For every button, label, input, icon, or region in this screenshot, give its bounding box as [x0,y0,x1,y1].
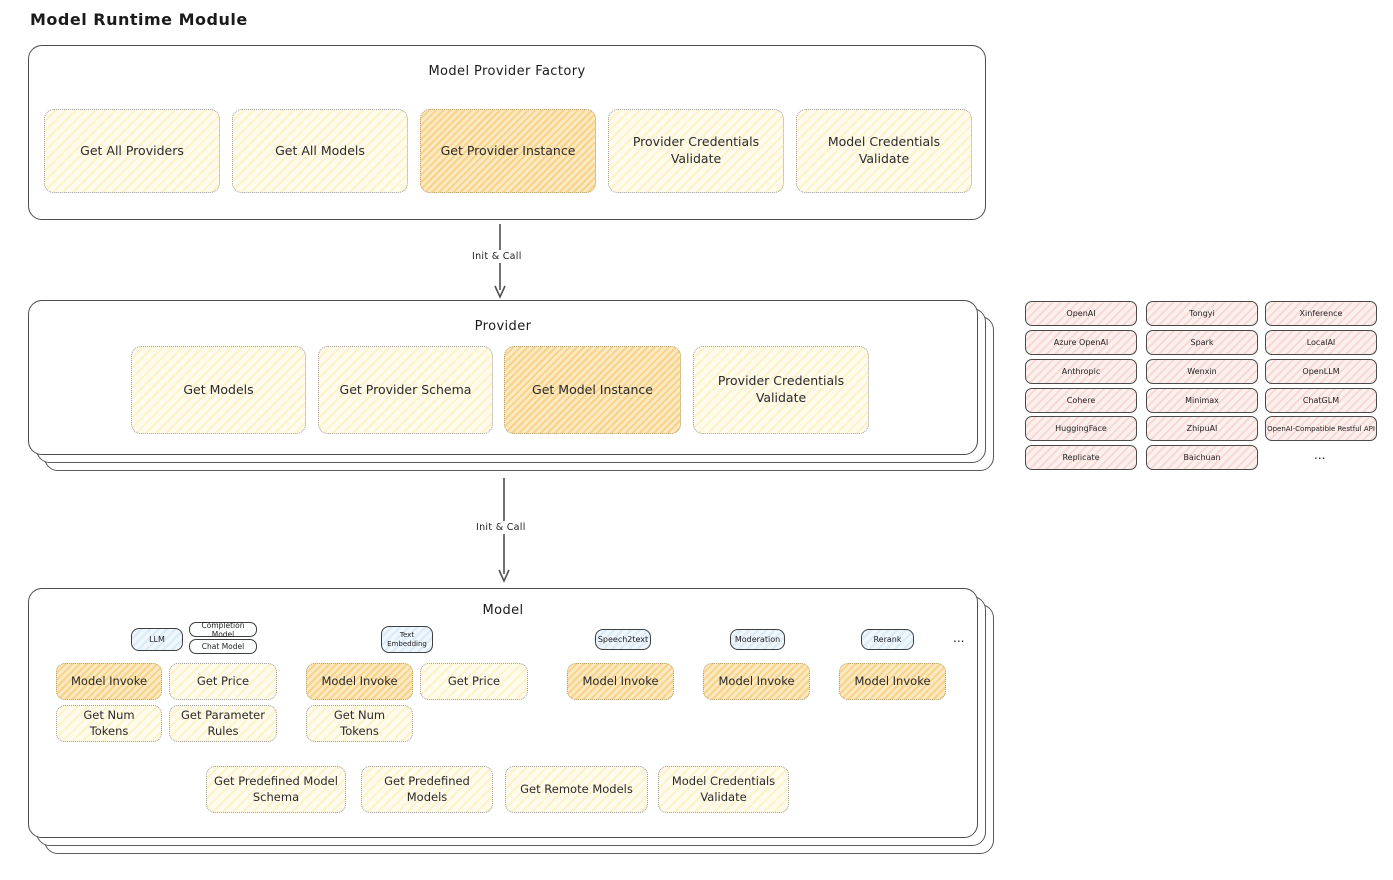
factory-button-get-all-providers: Get All Providers [44,109,220,193]
arrow-label-init-call-2: Init & Call [472,521,530,534]
factory-button-model-credentials-validate: Model Credentials Validate [796,109,972,193]
factory-title: Model Provider Factory [428,64,586,79]
arrow-label-init-call-1: Init & Call [468,250,526,263]
provider-chip-baichuan: Baichuan [1146,445,1258,470]
get-predefined-model-schema-button: Get Predefined Model Schema [206,766,346,813]
provider-chip-chatglm: ChatGLM [1265,388,1377,413]
provider-chip-wenxin: Wenxin [1146,359,1258,384]
provider-chip-zhipuai: ZhipuAI [1146,416,1258,441]
tab-moderation: Moderation [730,629,785,650]
text-embedding-get-num-tokens-button: Get Num Tokens [306,705,413,742]
tab-speech2text: Speech2text [595,629,651,650]
provider-chip-openai-compatible-restful-api: OpenAI-Compatible Restful API [1265,416,1377,441]
tabs-more-ellipsis: ... [953,631,965,645]
provider-chip-tongyi: Tongyi [1146,301,1258,326]
model-credentials-validate-button: Model Credentials Validate [658,766,789,813]
llm-get-price-button: Get Price [169,663,277,700]
provider-chip-spark: Spark [1146,330,1258,355]
provider-chip-openai: OpenAI [1025,301,1137,326]
provider-chip-openllm: OpenLLM [1265,359,1377,384]
provider-button-get-provider-schema: Get Provider Schema [318,346,493,434]
provider-chip-xinference: Xinference [1265,301,1377,326]
provider-chip-replicate: Replicate [1025,445,1137,470]
page-title: Model Runtime Module [30,10,248,29]
provider-chip-huggingface: HuggingFace [1025,416,1137,441]
tab-rerank: Rerank [861,629,914,650]
provider-title: Provider [474,319,532,334]
model-box: Model LLM Completion Model Chat Model Te… [28,588,978,838]
provider-chip-azure-openai: Azure OpenAI [1025,330,1137,355]
model-title: Model [482,603,524,618]
provider-box: Provider Get Models Get Provider Schema … [28,300,978,455]
provider-chip-cohere: Cohere [1025,388,1137,413]
llm-get-parameter-rules-button: Get Parameter Rules [169,705,277,742]
factory-button-get-all-models: Get All Models [232,109,408,193]
factory-button-get-provider-instance: Get Provider Instance [420,109,596,193]
provider-button-provider-credentials-validate: Provider Credentials Validate [693,346,869,434]
provider-chip-localai: LocalAI [1265,330,1377,355]
factory-button-provider-credentials-validate: Provider Credentials Validate [608,109,784,193]
speech2text-model-invoke-button: Model Invoke [567,663,674,700]
tab-chat-model: Chat Model [189,639,257,654]
factory-box: Model Provider Factory Get All Providers… [28,45,986,220]
tab-llm: LLM [131,628,183,651]
tab-completion-model: Completion Model [189,621,257,639]
tab-text-embedding: Text Embedding [381,626,433,653]
provider-button-get-models: Get Models [131,346,306,434]
text-embedding-get-price-button: Get Price [420,663,528,700]
llm-get-num-tokens-button: Get Num Tokens [56,705,162,742]
provider-chip-anthropic: Anthropic [1025,359,1137,384]
rerank-model-invoke-button: Model Invoke [839,663,946,700]
moderation-model-invoke-button: Model Invoke [703,663,810,700]
llm-model-invoke-button: Model Invoke [56,663,162,700]
get-predefined-models-button: Get Predefined Models [361,766,493,813]
get-remote-models-button: Get Remote Models [505,766,648,813]
provider-chip-minimax: Minimax [1146,388,1258,413]
text-embedding-model-invoke-button: Model Invoke [306,663,413,700]
provider-chips-more-ellipsis: ... [1314,448,1326,462]
provider-button-get-model-instance: Get Model Instance [504,346,681,434]
